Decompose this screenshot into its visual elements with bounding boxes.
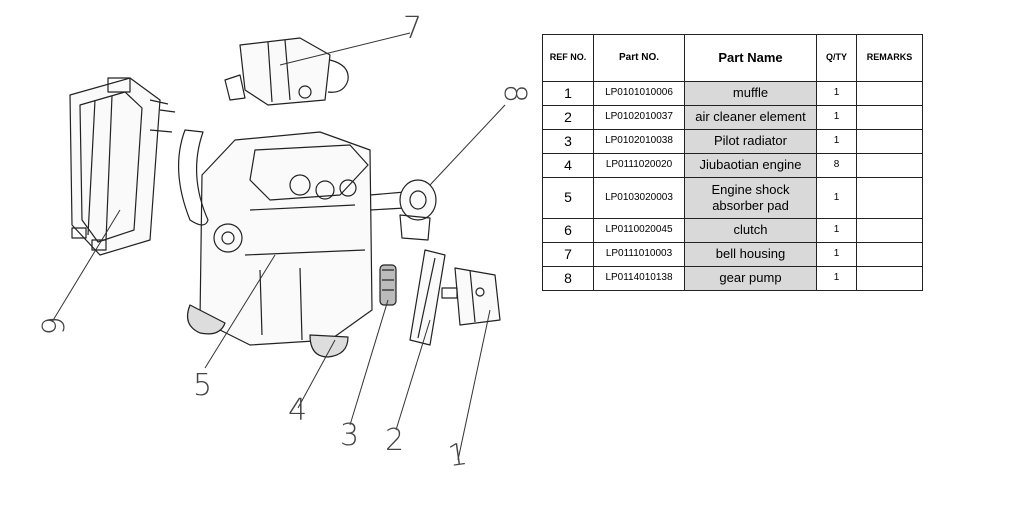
cell-remarks xyxy=(856,266,923,291)
gear-drawing xyxy=(379,264,397,306)
cell-part-no: LP0114010138 xyxy=(593,266,685,291)
cell-remarks xyxy=(856,129,923,154)
header-part-no: Part NO. xyxy=(593,34,685,82)
table-row: 6 LP0110020045 clutch 1 xyxy=(542,218,923,243)
cell-qty: 1 xyxy=(816,242,857,267)
callout-2: 2 xyxy=(385,423,404,458)
cell-qty: 1 xyxy=(816,105,857,130)
plate-drawing xyxy=(409,249,446,346)
cell-remarks xyxy=(856,81,923,106)
cell-part-no: LP0111020020 xyxy=(593,153,685,178)
cell-part-name: air cleaner element xyxy=(684,105,817,130)
cell-part-name: clutch xyxy=(684,218,817,243)
cell-ref: 4 xyxy=(542,153,594,178)
cell-remarks xyxy=(856,105,923,130)
header-qty: Q/TY xyxy=(816,34,857,82)
muffler-drawing xyxy=(224,37,349,106)
table-row: 8 LP0114010138 gear pump 1 xyxy=(542,266,923,291)
table-row: 5 LP0103020003 Engine shock absorber pad… xyxy=(542,177,923,219)
cell-qty: 1 xyxy=(816,266,857,291)
cell-ref: 2 xyxy=(542,105,594,130)
cell-qty: 1 xyxy=(816,218,857,243)
cell-part-name: gear pump xyxy=(684,266,817,291)
callout-4: 4 xyxy=(288,393,307,428)
radiator-drawing xyxy=(69,77,176,256)
table-row: 1 LP0101010006 muffle 1 xyxy=(542,81,923,106)
cell-part-name: Pilot radiator xyxy=(684,129,817,154)
table-row: 4 LP0111020020 Jiubaotian engine 8 xyxy=(542,153,923,178)
cell-remarks xyxy=(856,218,923,243)
exploded-view-drawing: 1 2 3 4 5 6 7 8 xyxy=(34,11,532,474)
cell-ref: 8 xyxy=(542,266,594,291)
engine-drawing xyxy=(178,129,373,358)
cell-part-no: LP0101010006 xyxy=(593,81,685,106)
header-part-name: Part Name xyxy=(684,34,817,82)
table-row: 3 LP0102010038 Pilot radiator 1 xyxy=(542,129,923,154)
cell-part-no: LP0102010037 xyxy=(593,105,685,130)
cell-qty: 1 xyxy=(816,81,857,106)
parts-table: REF NO. Part NO. Part Name Q/TY REMARKS … xyxy=(542,34,923,291)
cell-part-name: Engine shock absorber pad xyxy=(684,177,817,219)
callout-5: 5 xyxy=(193,368,212,403)
cell-remarks xyxy=(856,242,923,267)
leader-lines xyxy=(51,32,506,461)
cell-part-no: LP0110020045 xyxy=(593,218,685,243)
cell-qty: 1 xyxy=(816,177,857,219)
table-header-row: REF NO. Part NO. Part Name Q/TY REMARKS xyxy=(542,34,923,82)
callout-8: 8 xyxy=(497,84,532,103)
callout-6: 6 xyxy=(34,316,69,335)
callout-3: 3 xyxy=(340,418,359,453)
cell-ref: 3 xyxy=(542,129,594,154)
gear-pump-drawing xyxy=(441,267,501,326)
cell-remarks xyxy=(856,177,923,219)
cell-remarks xyxy=(856,153,923,178)
header-ref-no: REF NO. xyxy=(542,34,594,82)
cell-ref: 6 xyxy=(542,218,594,243)
pulley-drawing xyxy=(369,179,437,241)
callout-1: 1 xyxy=(446,437,470,474)
cell-ref: 1 xyxy=(542,81,594,106)
cell-part-name: bell housing xyxy=(684,242,817,267)
cell-qty: 1 xyxy=(816,129,857,154)
header-remarks: REMARKS xyxy=(856,34,923,82)
cell-ref: 5 xyxy=(542,177,594,219)
table-row: 2 LP0102010037 air cleaner element 1 xyxy=(542,105,923,130)
cell-qty: 8 xyxy=(816,153,857,178)
cell-part-no: LP0111010003 xyxy=(593,242,685,267)
callout-7: 7 xyxy=(403,11,422,46)
cell-ref: 7 xyxy=(542,242,594,267)
cell-part-name: Jiubaotian engine xyxy=(684,153,817,178)
cell-part-name: muffle xyxy=(684,81,817,106)
cell-part-no: LP0103020003 xyxy=(593,177,685,219)
cell-part-no: LP0102010038 xyxy=(593,129,685,154)
table-row: 7 LP0111010003 bell housing 1 xyxy=(542,242,923,267)
